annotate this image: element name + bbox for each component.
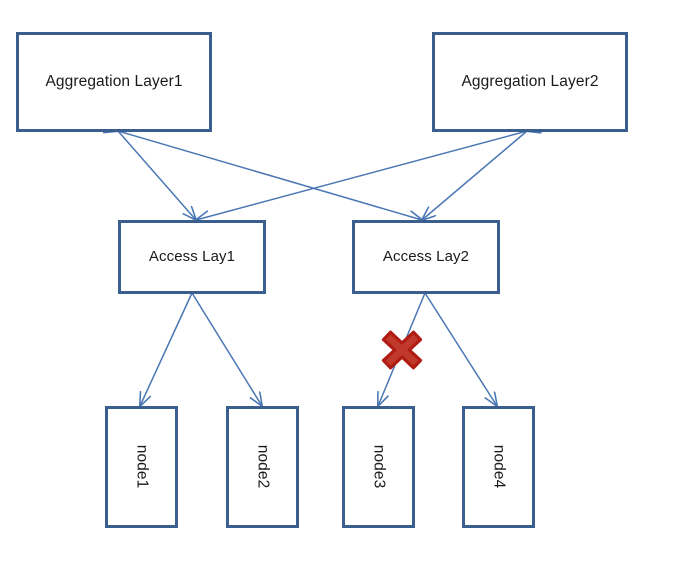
link-access2-to-agg2 bbox=[422, 131, 527, 220]
node-2-label: node2 bbox=[254, 445, 272, 489]
node-1-box[interactable]: node1 bbox=[105, 406, 178, 528]
link-access1-to-agg1 bbox=[118, 131, 196, 220]
link-node2-to-access1 bbox=[192, 293, 262, 406]
node-3-label: node3 bbox=[370, 445, 388, 489]
aggregation-layer-2-box[interactable]: Aggregation Layer2 bbox=[432, 32, 628, 132]
aggregation-layer-1-box[interactable]: Aggregation Layer1 bbox=[16, 32, 212, 132]
aggregation-layer-1-label: Aggregation Layer1 bbox=[45, 73, 183, 91]
link-access2-to-agg1 bbox=[118, 131, 422, 220]
access-lay-2-label: Access Lay2 bbox=[382, 247, 470, 265]
access-lay-1-label: Access Lay1 bbox=[148, 247, 236, 265]
red-x-icon bbox=[381, 330, 423, 370]
link-access1-to-agg2 bbox=[196, 131, 527, 220]
node-2-box[interactable]: node2 bbox=[226, 406, 299, 528]
node-3-box[interactable]: node3 bbox=[342, 406, 415, 528]
node-1-label: node1 bbox=[133, 445, 151, 489]
access-lay-2-box[interactable]: Access Lay2 bbox=[352, 220, 500, 294]
aggregation-layer-2-label: Aggregation Layer2 bbox=[461, 73, 599, 91]
link-node4-to-access2 bbox=[425, 293, 497, 406]
node-4-box[interactable]: node4 bbox=[462, 406, 535, 528]
access-lay-1-box[interactable]: Access Lay1 bbox=[118, 220, 266, 294]
node-4-label: node4 bbox=[490, 445, 508, 489]
link-node1-to-access1 bbox=[140, 293, 192, 406]
